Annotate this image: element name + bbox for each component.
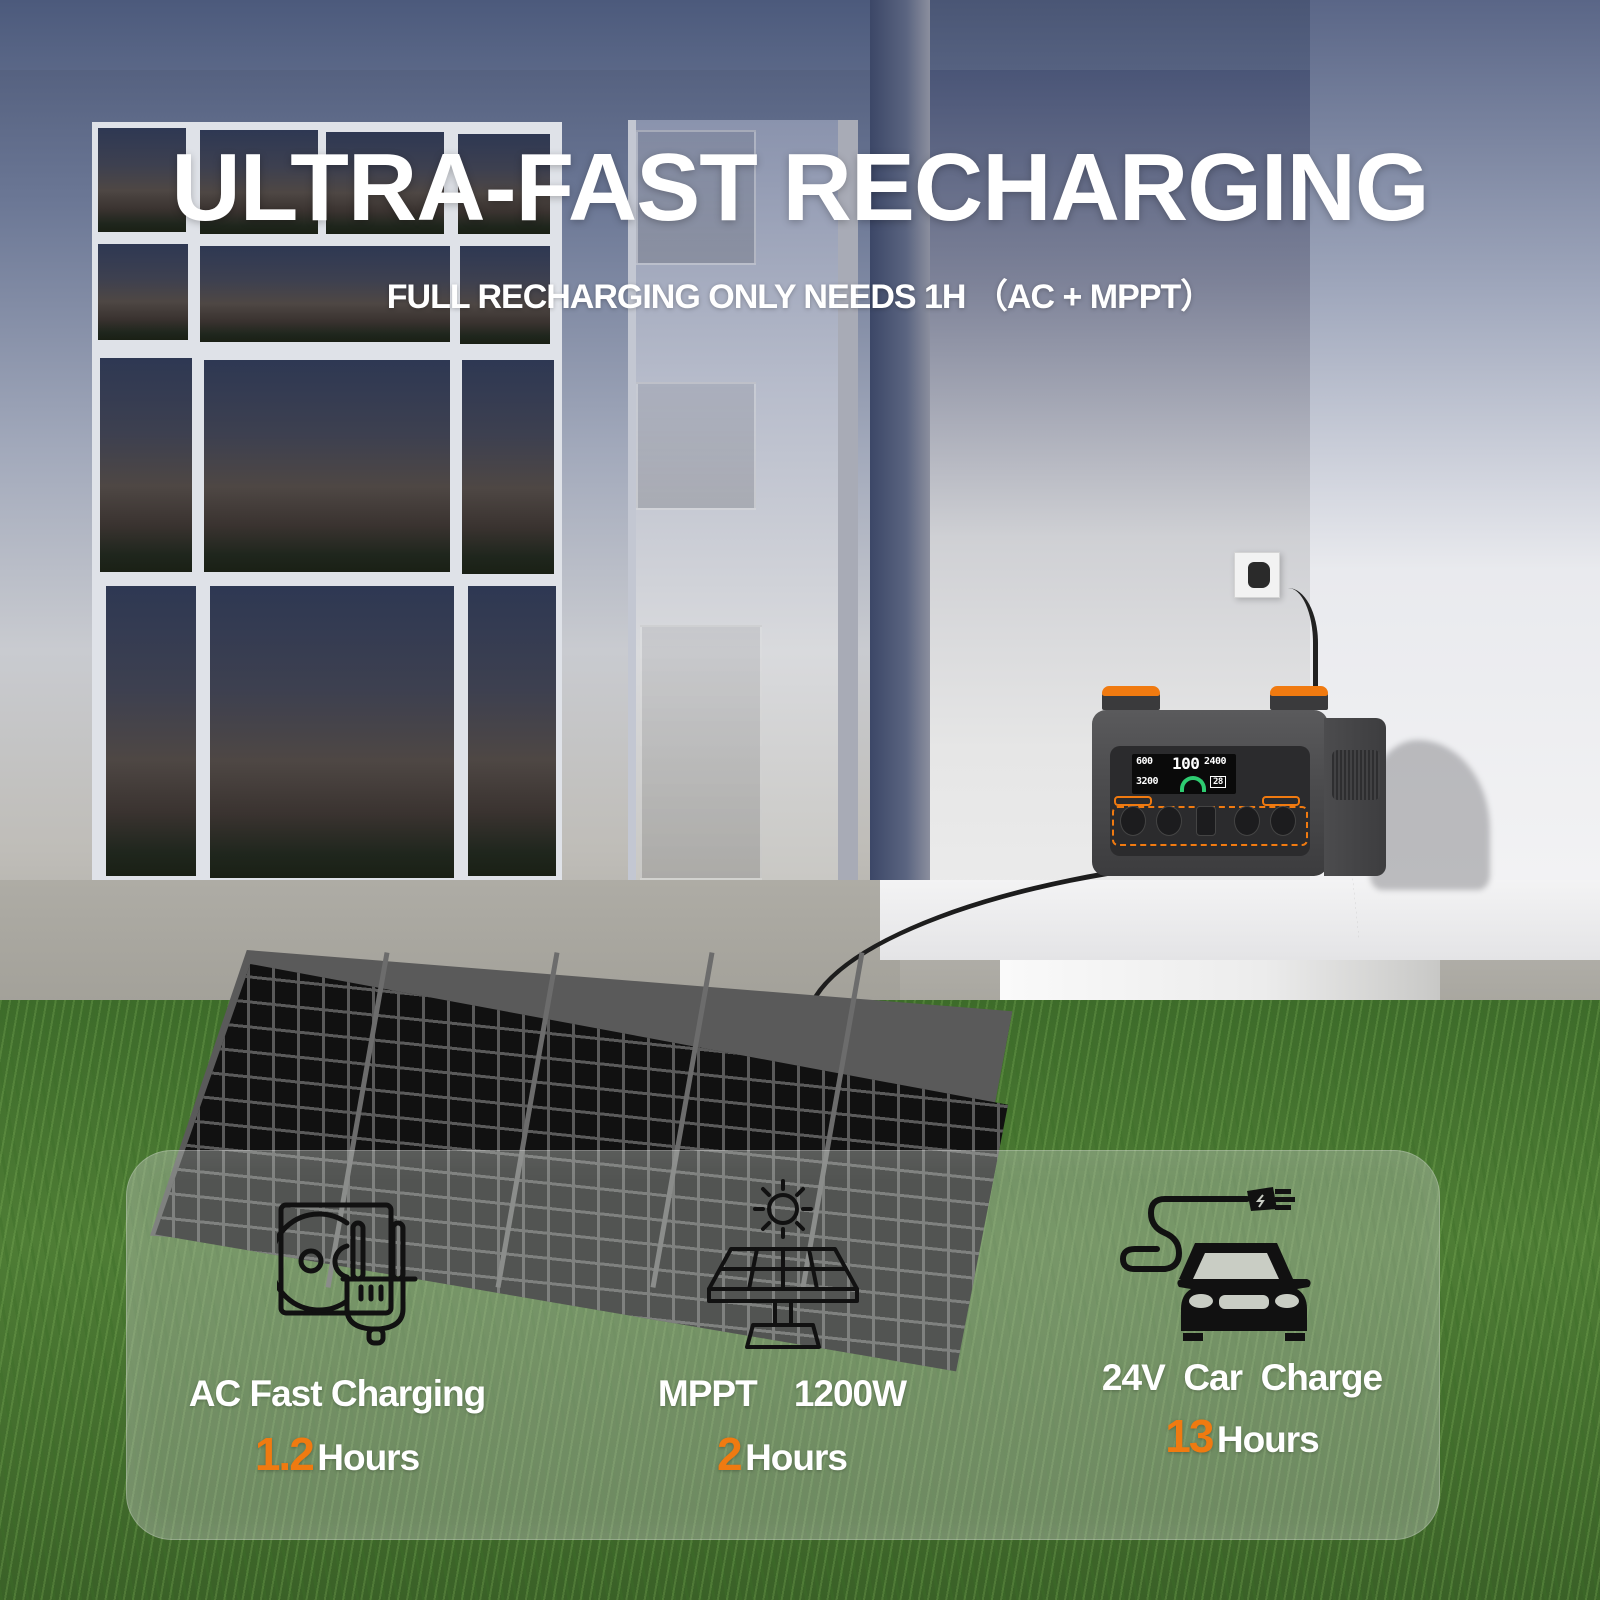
ac-cable: [1258, 588, 1318, 698]
lcd-battery-percent: 100: [1172, 754, 1200, 773]
feature-ac-charging: AC Fast Charging 1.2 Hours: [187, 1151, 487, 1541]
window-pane: [460, 246, 550, 344]
window-pane: [98, 244, 188, 340]
portable-power-station: 600 100 2400 3200 28: [1092, 686, 1388, 884]
lcd-input-watts: 600: [1136, 756, 1153, 767]
headline-subtitle: FULL RECHARGING ONLY NEEDS 1H （AC + MPPT…: [386, 278, 1214, 316]
ac-plug: [1248, 562, 1270, 588]
ac-socket: [1270, 806, 1296, 836]
feature-time-unit: Hours: [1216, 1419, 1320, 1460]
door-panel: [636, 130, 756, 265]
terrace-surface: [880, 880, 1600, 960]
battery-gauge-arc: [1180, 776, 1206, 792]
house-window: [92, 122, 562, 882]
feature-title: MPPT 1200W: [657, 1373, 907, 1414]
station-front-panel: 600 100 2400 3200 28: [1110, 746, 1310, 856]
ac-socket: [1234, 806, 1260, 836]
feature-title: 24V Car Charge: [1101, 1357, 1383, 1398]
feature-time-unit: Hours: [745, 1437, 848, 1478]
window-pane: [100, 358, 192, 572]
headline-title: ULTRA-FAST RECHARGING: [171, 134, 1429, 241]
window-pane: [204, 360, 450, 572]
window-pane: [200, 246, 450, 342]
window-pane: [200, 130, 318, 234]
charging-features-panel: AC Fast Charging 1.2 Hours M: [126, 1150, 1440, 1540]
window-pane: [462, 360, 554, 574]
window-pane: [210, 586, 454, 878]
window-pane: [326, 132, 444, 234]
door-panel: [640, 625, 762, 880]
lcd-output-watts: 2400: [1204, 756, 1227, 767]
feature-time-value: 13: [1165, 1410, 1214, 1462]
ac-outlet-plug-icon: [277, 1202, 418, 1346]
handle-cap-right: [1270, 686, 1328, 696]
window-pane: [468, 586, 556, 876]
station-body: 600 100 2400 3200 28: [1092, 710, 1328, 876]
porch-pillar: [870, 0, 930, 900]
feature-time: 13 Hours: [1087, 1413, 1397, 1459]
car-charging-plug-icon: [1119, 1187, 1311, 1341]
feature-time-value: 2: [717, 1428, 743, 1480]
solar-panel-sun-icon: [707, 1179, 859, 1349]
ac-socket: [1156, 806, 1182, 836]
ac-socket: [1120, 806, 1146, 836]
lcd-display: 600 100 2400 3200 28: [1132, 754, 1236, 794]
lcd-time-value: 28: [1210, 776, 1226, 788]
feature-mppt-solar: MPPT 1200W 2 Hours: [627, 1151, 937, 1541]
feature-time: 2 Hours: [627, 1431, 937, 1477]
porch-ceiling: [0, 0, 880, 70]
handle-cap-left: [1102, 686, 1160, 696]
usb-port-group-right: [1262, 796, 1300, 806]
door-panel: [636, 382, 756, 510]
feature-time-value: 1.2: [254, 1428, 315, 1480]
lcd-total-watts: 3200: [1136, 776, 1159, 787]
feature-time-unit: Hours: [317, 1437, 420, 1478]
feature-time: 1.2 Hours: [187, 1431, 487, 1477]
window-pane: [98, 128, 186, 232]
feature-title: AC Fast Charging: [188, 1373, 486, 1414]
foldable-solar-panel: [150, 950, 1030, 1290]
window-pane: [458, 134, 550, 234]
house-door: [628, 120, 858, 880]
usb-port-group-left: [1114, 796, 1152, 806]
feature-car-charging: 24V Car Charge 13 Hours: [1087, 1151, 1397, 1541]
cooling-vent: [1332, 750, 1380, 800]
window-pane: [106, 586, 196, 876]
car-port: [1196, 806, 1216, 836]
